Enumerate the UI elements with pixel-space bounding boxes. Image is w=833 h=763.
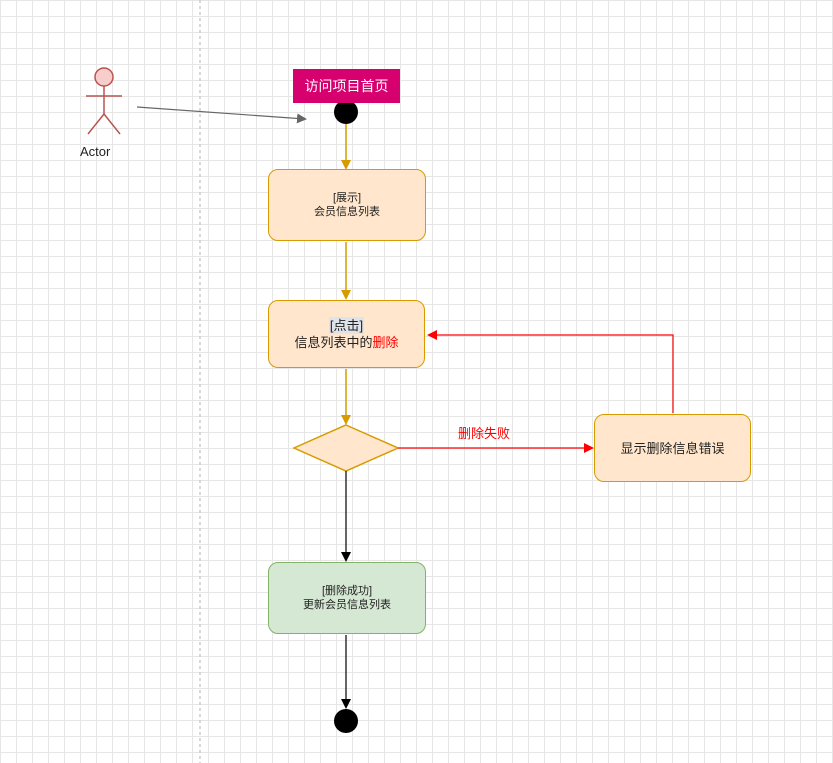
fail-edge-label: 删除失败 [458,426,511,441]
actor-icon[interactable] [86,67,122,135]
display-node-line2: 会员信息列表 [314,206,380,218]
end-node[interactable] [334,709,358,733]
flow-error-to-click [427,330,674,413]
success-node-line2: 更新会员信息列表 [303,599,391,611]
error-node-label: 显示删除信息错误 [620,440,725,456]
error-node[interactable]: 显示删除信息错误 [594,414,751,482]
display-list-node[interactable]: [展示] 会员信息列表 [268,169,426,241]
display-node-line1: [展示] [332,192,362,204]
start-label-box[interactable]: 访问项目首页 [293,69,400,103]
start-node[interactable] [334,100,358,124]
actor-flow-arrow [136,106,307,124]
click-node-line2-prefix: 信息列表中的 [294,335,373,350]
decision-diamond[interactable] [292,424,400,472]
success-node[interactable]: [删除成功] 更新会员信息列表 [268,562,426,634]
click-delete-node[interactable]: [点击] 信息列表中的删除 [268,300,425,368]
click-node-line2-highlight: 删除 [372,335,399,350]
click-node-line1: [点击] [328,317,365,334]
click-node-line2: 信息列表中的删除 [294,334,398,351]
start-label-text: 访问项目首页 [304,78,389,94]
success-node-line1: [删除成功] [321,585,373,597]
actor-label: Actor [80,144,111,159]
